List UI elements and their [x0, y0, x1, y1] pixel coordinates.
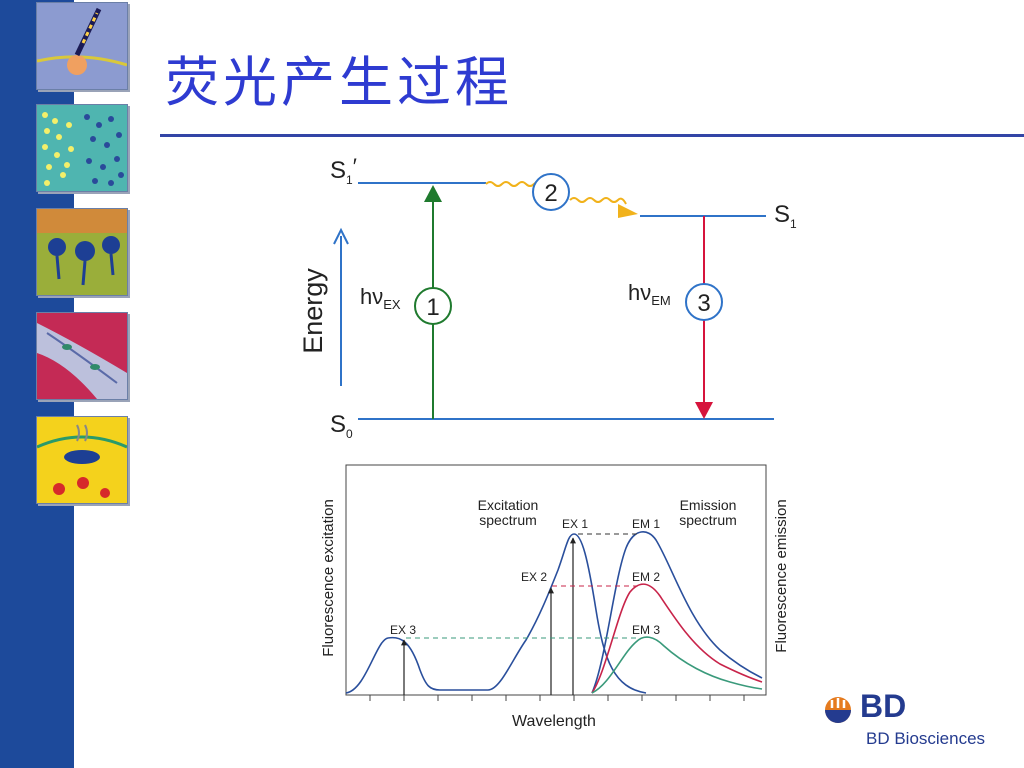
- ex2-label: EX 2: [521, 570, 547, 584]
- thumbnail-laser: [36, 2, 128, 90]
- brand-name: BD Biosciences: [866, 729, 986, 748]
- emission-em1-curve: [591, 531, 763, 694]
- emission-spectrum-label-1: Emission: [680, 497, 737, 513]
- energy-axis-head: [333, 227, 349, 245]
- label-s0: S0: [330, 411, 353, 441]
- emission-arrow-head: [695, 402, 713, 419]
- excitation-spectrum-label-1: Excitation: [478, 497, 539, 513]
- title-rule: [160, 134, 1024, 137]
- ex3-label: EX 3: [390, 623, 416, 637]
- em3-label: EM 3: [632, 623, 660, 637]
- y-left-label: Fluorescence excitation: [320, 499, 337, 657]
- excitation-spectrum-curve: [345, 533, 647, 694]
- ex1-label: EX 1: [562, 517, 588, 531]
- x-axis-label: Wavelength: [512, 713, 596, 730]
- step-2-circle: [532, 173, 570, 211]
- em2-label: EM 2: [632, 570, 660, 584]
- bd-logo-icon: [825, 697, 851, 723]
- relaxation-arrow-head: [618, 204, 638, 218]
- spectrum-frame: [345, 464, 767, 696]
- page-title: 荧光产生过程: [165, 51, 513, 114]
- thumbnail-receptor: [36, 416, 128, 504]
- step-1-circle: [414, 287, 452, 325]
- energy-label: Energy: [298, 268, 328, 354]
- brand-mark: BD: [860, 688, 907, 724]
- thumbnail-cells: [36, 208, 128, 296]
- emission-spectrum-label-2: spectrum: [679, 512, 737, 528]
- step-2-number: 2: [544, 180, 557, 207]
- label-s1-prime: S1′: [330, 154, 357, 187]
- relaxation-wave-left: [485, 181, 539, 187]
- spectrum-ticks: [369, 695, 745, 701]
- step-3-circle: [685, 283, 723, 321]
- thumbnail-tissue: [36, 312, 128, 400]
- label-s1: S1: [774, 201, 797, 231]
- em1-label: EM 1: [632, 517, 660, 531]
- emission-em2-curve: [591, 583, 763, 694]
- emission-em3-curve: [591, 636, 763, 694]
- relaxation-wave-right: [569, 197, 627, 205]
- excitation-arrow-head: [424, 185, 442, 202]
- y-right-label: Fluorescence emission: [773, 499, 790, 652]
- thumbnail-dots: [36, 104, 128, 192]
- step-3-number: 3: [697, 290, 710, 317]
- excitation-spectrum-label-2: spectrum: [479, 512, 537, 528]
- hv-em-label: hνEM: [628, 280, 671, 308]
- hv-ex-label: hνEX: [360, 284, 401, 312]
- step-1-number: 1: [426, 294, 439, 321]
